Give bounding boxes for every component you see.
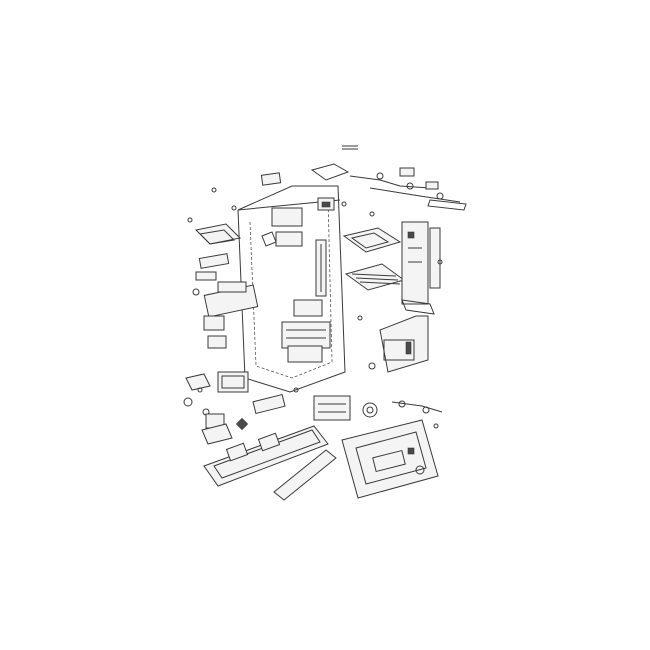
diagram-header-mark <box>342 145 358 150</box>
upper-control-parts <box>261 197 335 247</box>
compressor-area <box>313 395 443 421</box>
lower-left-parts <box>183 371 286 431</box>
air-duct <box>315 239 327 297</box>
base-assembly <box>201 419 439 501</box>
right-shelf-assembly <box>342 221 441 315</box>
left-panel-parts <box>192 223 259 349</box>
top-hinge-assembly <box>260 163 467 211</box>
right-lower-bin <box>368 315 429 373</box>
fasteners <box>187 187 443 429</box>
lower-compartment-parts <box>281 299 331 363</box>
